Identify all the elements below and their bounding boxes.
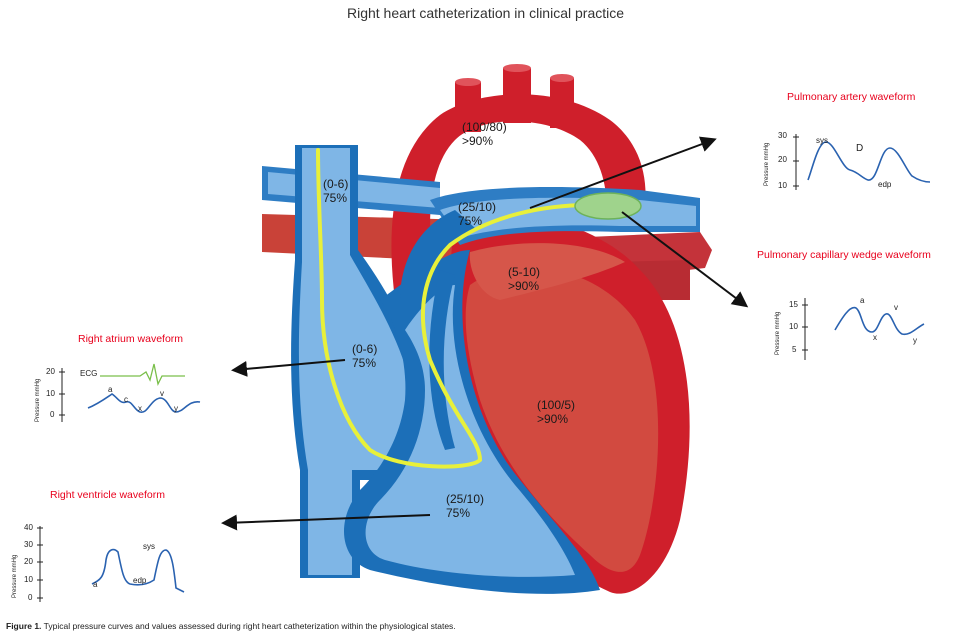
- pa-pressure: (25/10): [458, 200, 496, 214]
- figure-caption: Figure 1. Typical pressure curves and va…: [6, 621, 456, 631]
- svc-pressure: (0-6): [323, 177, 348, 191]
- lv-values: (100/5) >90%: [537, 398, 575, 426]
- caption-text: Typical pressure curves and values asses…: [44, 621, 456, 631]
- pcwp-waveform: [802, 298, 924, 360]
- pcwp-ylabel: Pressure mmHg: [775, 312, 781, 355]
- rv-tick-20: 20: [24, 557, 33, 566]
- lv-pressure: (100/5): [537, 398, 575, 412]
- pcwp-waveform-title: Pulmonary capillary wedge waveform: [757, 249, 931, 261]
- pa-waveform-title: Pulmonary artery waveform: [787, 91, 915, 103]
- pcwp-label-y: y: [913, 336, 917, 345]
- rv-pressure: (25/10): [446, 492, 484, 506]
- pcwp-label-v: v: [894, 303, 898, 312]
- svc-saturation: 75%: [323, 191, 348, 205]
- ra-label-x: x: [138, 404, 142, 413]
- rv-waveform-title: Right ventricle waveform: [50, 489, 165, 501]
- svc-values: (0-6) 75%: [323, 177, 348, 205]
- caption-label: Figure 1.: [6, 621, 41, 631]
- rv-label-sys: sys: [143, 542, 155, 551]
- pa-saturation: 75%: [458, 214, 496, 228]
- pa-label-sys: sys: [816, 136, 828, 145]
- la-pressure: (5-10): [508, 265, 540, 279]
- pa-label-d: D: [856, 143, 863, 154]
- ra-label-ecg: ECG: [80, 369, 97, 378]
- pa-label-edp: edp: [878, 180, 891, 189]
- rv-tick-0: 0: [28, 593, 32, 602]
- rv-tick-40: 40: [24, 523, 33, 532]
- ra-waveform-title: Right atrium waveform: [78, 333, 183, 345]
- pa-tick-10: 10: [778, 181, 787, 190]
- la-saturation: >90%: [508, 279, 540, 293]
- rv-saturation: 75%: [446, 506, 484, 520]
- rv-waveform: [37, 526, 184, 602]
- rv-tick-10: 10: [24, 575, 33, 584]
- rv-values: (25/10) 75%: [446, 492, 484, 520]
- rv-label-edp: edp: [133, 576, 146, 585]
- lv-saturation: >90%: [537, 412, 575, 426]
- ra-pressure: (0-6): [352, 342, 377, 356]
- ra-tick-10: 10: [46, 389, 55, 398]
- ra-saturation: 75%: [352, 356, 377, 370]
- ra-label-y: y: [174, 404, 178, 413]
- pa-ylabel: Pressure mmHg: [764, 143, 770, 186]
- pcwp-label-x: x: [873, 333, 877, 342]
- aorta-pressure: (100/80): [462, 120, 507, 134]
- pcwp-tick-10: 10: [789, 322, 798, 331]
- pa-tick-20: 20: [778, 155, 787, 164]
- ra-label-a: a: [108, 385, 112, 394]
- aorta-saturation: >90%: [462, 134, 507, 148]
- pcwp-tick-5: 5: [792, 345, 796, 354]
- ra-label-v: v: [160, 389, 164, 398]
- rv-ylabel: Pressure mmHg: [12, 555, 18, 598]
- rv-tick-30: 30: [24, 540, 33, 549]
- ra-tick-20: 20: [46, 367, 55, 376]
- pa-values: (25/10) 75%: [458, 200, 496, 228]
- pcwp-tick-15: 15: [789, 300, 798, 309]
- rv-label-a: a: [93, 580, 97, 589]
- la-values: (5-10) >90%: [508, 265, 540, 293]
- aorta-values: (100/80) >90%: [462, 120, 507, 148]
- pa-tick-30: 30: [778, 131, 787, 140]
- ra-label-c: c: [124, 395, 128, 404]
- wedge-balloon: [575, 193, 641, 219]
- ra-tick-0: 0: [50, 410, 54, 419]
- ra-ylabel: Pressure mmHg: [35, 379, 41, 422]
- ra-values: (0-6) 75%: [352, 342, 377, 370]
- pcwp-label-a: a: [860, 296, 864, 305]
